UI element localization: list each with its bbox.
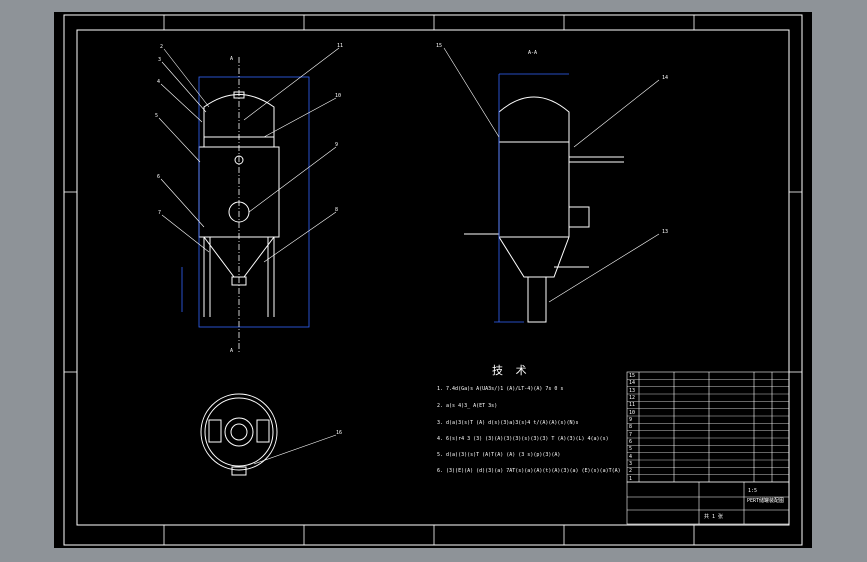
title-block-row-number: 5 (629, 446, 633, 453)
note-line: 5. d(a)(3)(s)T (A)T(A) (A) (3 s)(p)(3)(A… (437, 452, 561, 458)
title-block-drawing-name: PERT储罐装配图 (747, 498, 785, 504)
leader-11: 11 (337, 43, 344, 49)
leader-3: 3 (158, 57, 162, 63)
leader-6: 6 (157, 174, 161, 180)
leader-14: 14 (662, 75, 669, 81)
leader-4: 4 (157, 79, 161, 85)
note-line: 3. d(a)3(s)T (A) d(s)(3)a)3(s)4 t/(A)(A)… (437, 420, 579, 426)
marker-a-top: A (230, 56, 234, 62)
leader-2: 2 (160, 44, 164, 50)
side-view (464, 96, 624, 323)
leader-10: 10 (335, 93, 342, 99)
side-view-leaders (443, 47, 660, 303)
leader-8: 8 (335, 207, 339, 213)
side-view-dims (494, 73, 569, 323)
leader-7: 7 (158, 210, 162, 216)
title-block (626, 371, 790, 525)
title-block-row-number: 7 (629, 431, 633, 438)
plan-view (200, 393, 337, 476)
leader-16: 16 (336, 430, 343, 436)
title-block-row-number: 14 (629, 380, 636, 387)
leader-13: 13 (662, 229, 669, 235)
leader-5: 5 (155, 113, 159, 119)
title-block-row-number: 8 (629, 424, 633, 431)
cad-drawing-viewport[interactable]: A A A-A 2 3 4 5 6 7 11 10 9 8 15 14 13 1… (54, 12, 812, 548)
title-block-row-number: 4 (629, 453, 633, 460)
border-ticks (64, 15, 802, 545)
title-block-sheet: 共 1 张 (704, 514, 724, 520)
title-block-row-number: 1 (629, 475, 633, 482)
title-block-scale: 1:5 (748, 488, 758, 494)
title-block-row-number: 13 (629, 387, 636, 394)
note-line: 1. 7.4d(Ga)s A(UA3s/)1 (A)/LT-4)(A) 7s 0… (437, 386, 564, 392)
title-block-row-number: 2 (629, 468, 633, 475)
title-block-row-number: 9 (629, 417, 633, 423)
title-block-row-number: 11 (629, 402, 636, 409)
leader-9: 9 (335, 142, 339, 148)
marker-a-bottom: A (230, 348, 234, 354)
title-block-row-number: 6 (629, 439, 633, 445)
drawing-canvas (63, 14, 803, 546)
title-block-row-number: 10 (629, 409, 636, 416)
note-line: 2. a(s 4)3_ A(ET 3s) (437, 403, 498, 409)
title-block-row-number: 3 (629, 461, 633, 467)
notes-title: 技 术 (492, 364, 530, 377)
leader-15: 15 (436, 43, 443, 49)
title-block-row-number: 12 (629, 395, 636, 401)
outer-frame (63, 14, 803, 546)
inner-frame (76, 29, 790, 526)
note-line: 4. 6(s)r4 3 (3) (3)(A)(3)(3)(s)(3)(3) T … (437, 436, 609, 442)
title-block-row-number: 15 (629, 373, 636, 379)
front-view-dims (181, 57, 310, 352)
marker-a-a-side: A-A (528, 50, 538, 56)
front-view-leaders (158, 47, 340, 263)
note-line: 6. (3)(E)(A) (d)(3)(a) 7AT(s)(a)(A)(t)(A… (437, 468, 621, 474)
